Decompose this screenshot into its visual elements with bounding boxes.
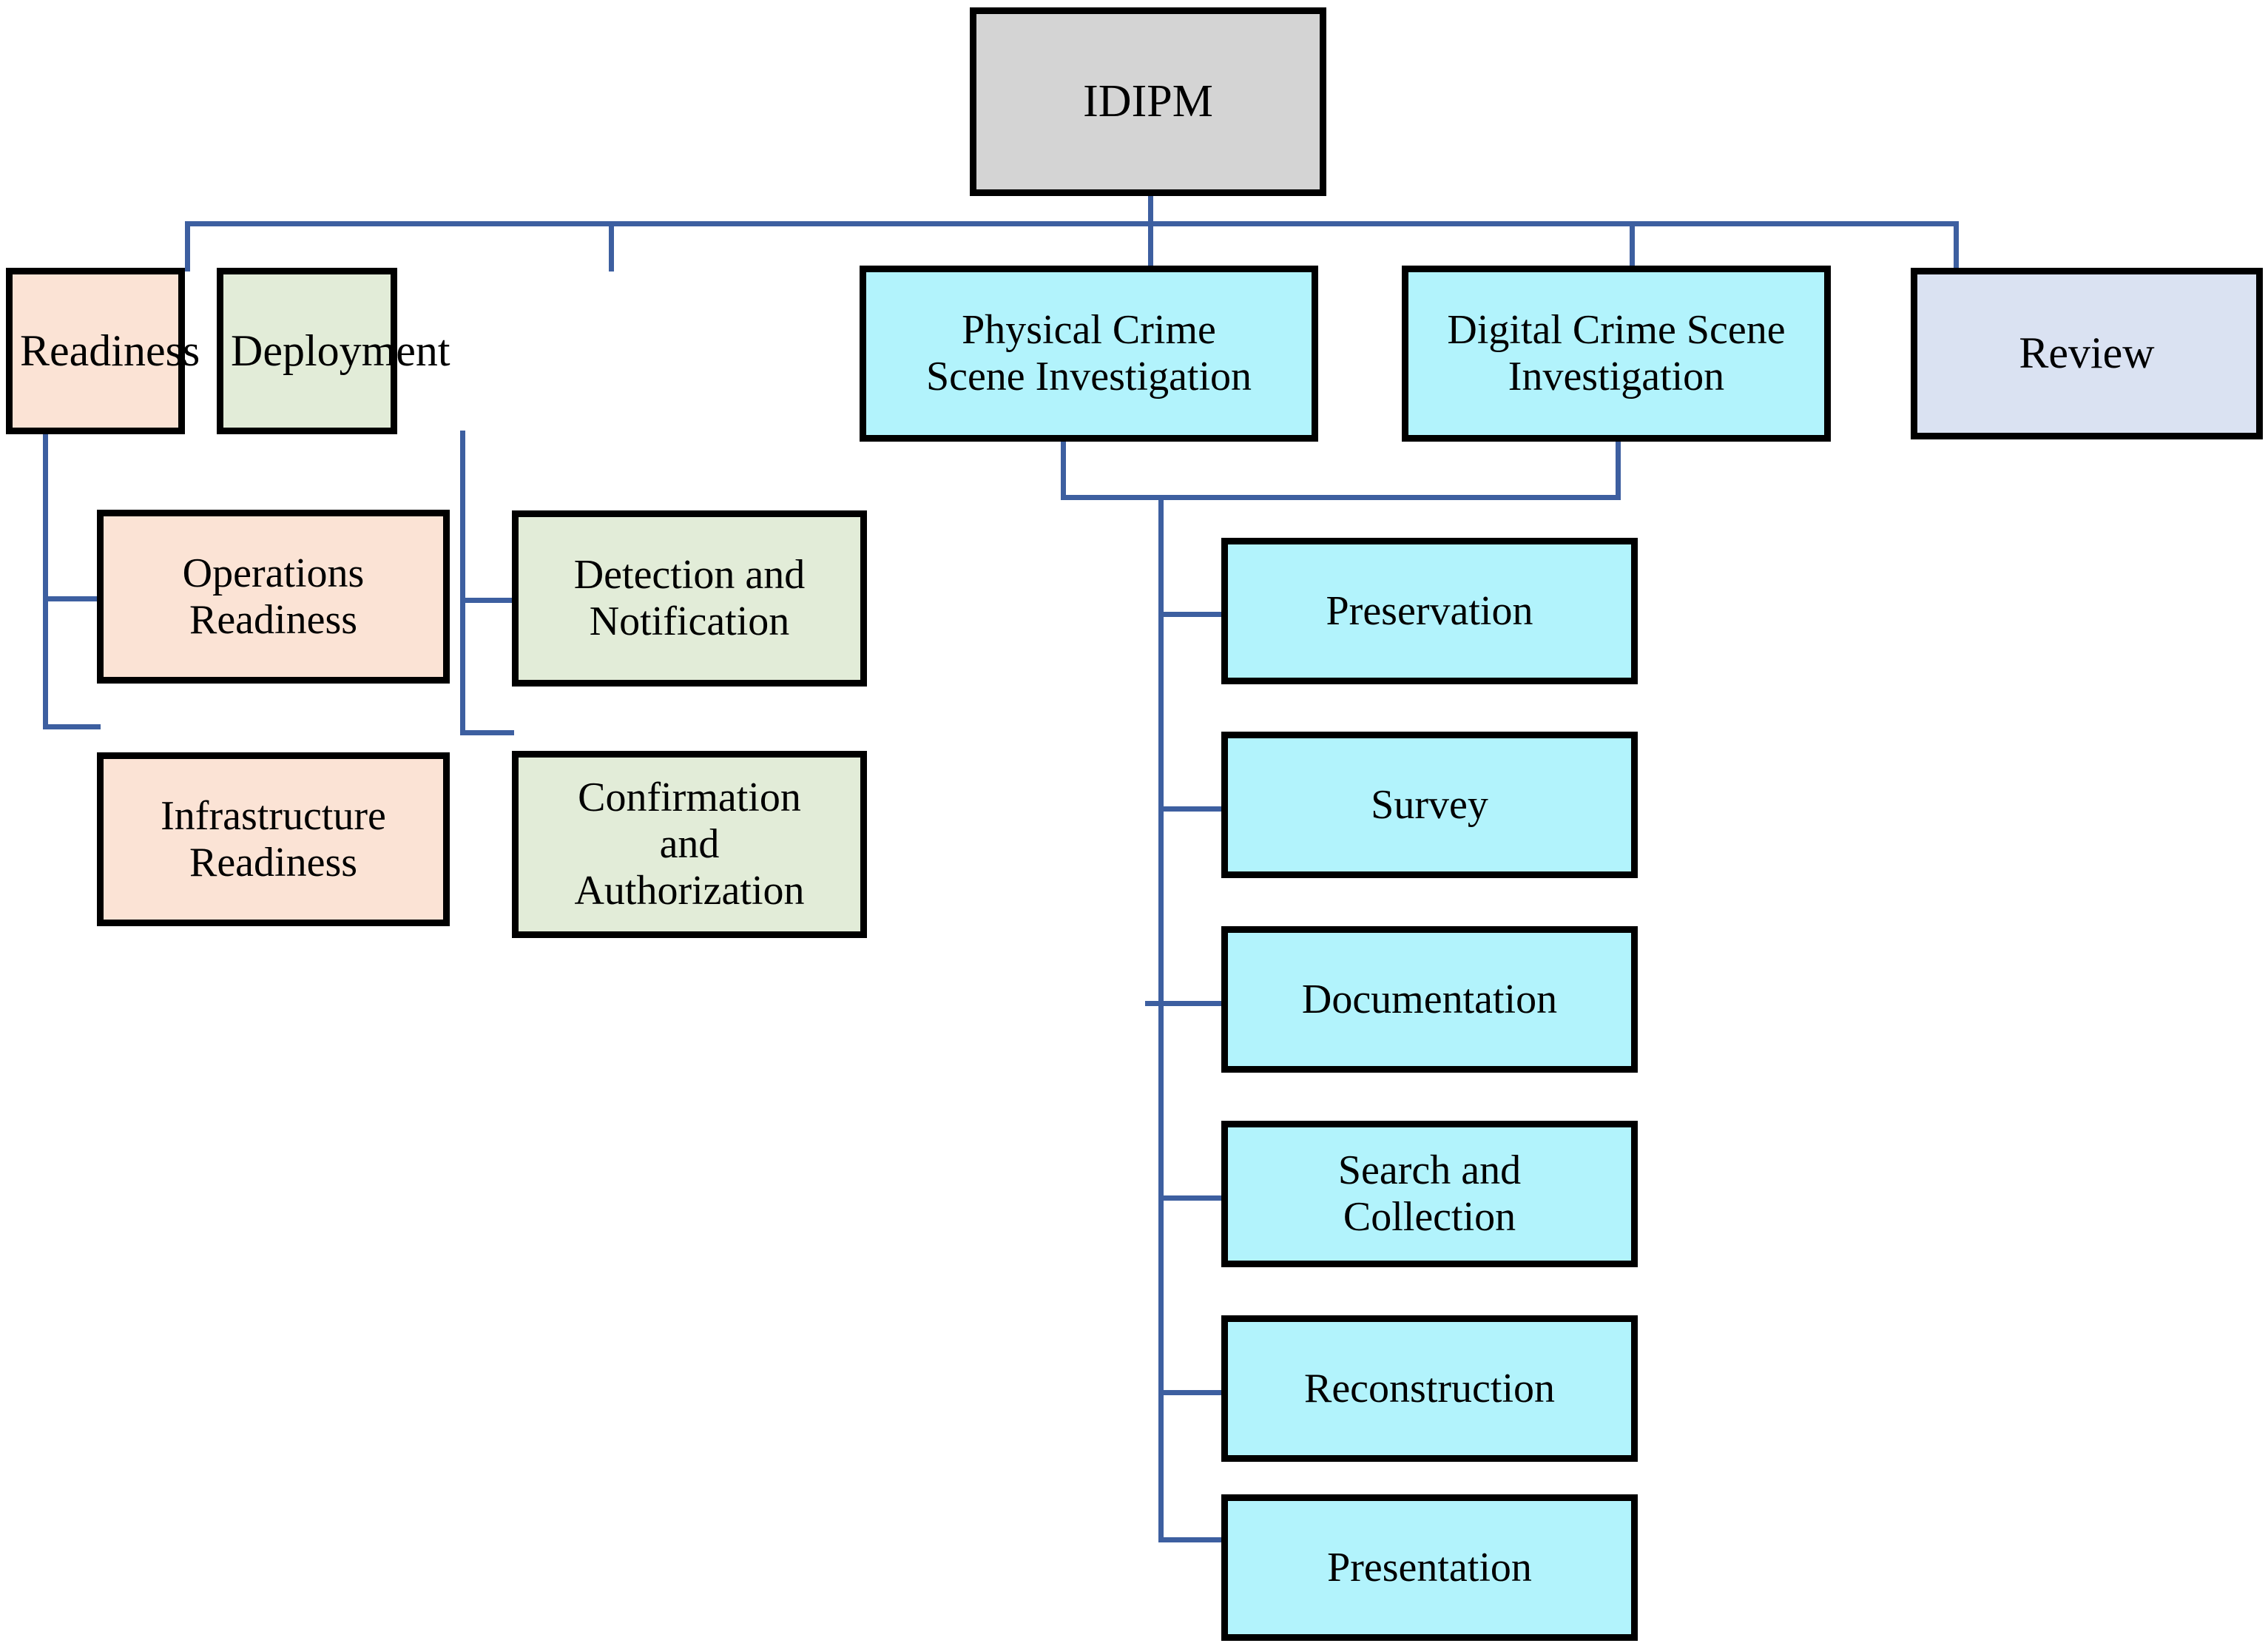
node-physical-crime-scene-investigation[interactable]: Physical Crime Scene Investigation (860, 266, 1318, 442)
node-search-and-collection[interactable]: Search and Collection (1221, 1121, 1638, 1267)
node-presentation-label: Presentation (1327, 1544, 1532, 1591)
node-infrastructure-readiness-label: Infrastructure Readiness (161, 792, 386, 886)
node-confirmation-and-authorization-label: Confirmation and Authorization (574, 775, 805, 914)
connector-drop-physical (1148, 221, 1153, 271)
node-confirmation-and-authorization[interactable]: Confirmation and Authorization (512, 751, 867, 938)
node-detection-and-notification[interactable]: Detection and Notification (512, 510, 867, 687)
connector-stub-search (1158, 1195, 1225, 1201)
node-digital-crime-scene-investigation[interactable]: Digital Crime Scene Investigation (1402, 266, 1831, 442)
node-operations-readiness[interactable]: Operations Readiness (97, 510, 450, 684)
node-operations-readiness-label: Operations Readiness (182, 550, 365, 643)
connector-readiness-spine (43, 431, 48, 729)
node-search-and-collection-label: Search and Collection (1337, 1147, 1522, 1240)
connector-digital-down (1616, 439, 1621, 500)
node-idipm-label: IDIPM (1083, 75, 1213, 127)
node-idipm[interactable]: IDIPM (970, 7, 1326, 196)
connector-readiness-stub-ops (43, 596, 101, 601)
connector-stub-documentation (1145, 1001, 1225, 1006)
connector-drop-review (1954, 221, 1959, 271)
connector-investigation-spine (1158, 495, 1164, 1540)
connector-drop-deployment (609, 221, 614, 271)
node-presentation[interactable]: Presentation (1221, 1494, 1638, 1641)
connector-root-stem (1148, 192, 1153, 226)
node-review-label: Review (2019, 328, 2155, 378)
node-survey[interactable]: Survey (1221, 732, 1638, 878)
connector-physical-down (1061, 439, 1066, 500)
node-physical-crime-scene-investigation-label: Physical Crime Scene Investigation (925, 307, 1252, 399)
connector-stub-survey (1158, 806, 1225, 812)
connector-drop-readiness (185, 221, 190, 271)
node-detection-and-notification-label: Detection and Notification (573, 552, 806, 644)
connector-investigation-bus (1061, 495, 1621, 500)
connector-stub-reconstruction (1158, 1390, 1225, 1395)
node-infrastructure-readiness[interactable]: Infrastructure Readiness (97, 752, 450, 926)
node-readiness-label: Readiness (20, 326, 200, 375)
node-reconstruction-label: Reconstruction (1303, 1365, 1556, 1411)
node-review[interactable]: Review (1911, 268, 2263, 439)
connector-stub-preservation (1158, 612, 1225, 617)
node-digital-crime-scene-investigation-label: Digital Crime Scene Investigation (1447, 307, 1786, 399)
node-preservation[interactable]: Preservation (1221, 538, 1638, 684)
node-reconstruction[interactable]: Reconstruction (1221, 1315, 1638, 1462)
connector-stub-presentation (1158, 1537, 1225, 1542)
node-readiness[interactable]: Readiness (6, 268, 200, 434)
connector-deployment-stub-confirm (460, 730, 514, 735)
connector-readiness-stub-infra (43, 724, 101, 729)
node-documentation[interactable]: Documentation (1221, 926, 1638, 1073)
connector-drop-digital (1630, 221, 1635, 271)
node-preservation-label: Preservation (1326, 587, 1533, 634)
connector-deployment-spine (460, 431, 465, 735)
node-documentation-label: Documentation (1301, 976, 1558, 1022)
node-deployment[interactable]: Deployment (217, 268, 450, 434)
node-deployment-label: Deployment (231, 326, 450, 375)
connector-deployment-stub-detect (460, 598, 514, 603)
connector-phase-bus (185, 221, 1959, 226)
node-survey-label: Survey (1371, 781, 1488, 828)
